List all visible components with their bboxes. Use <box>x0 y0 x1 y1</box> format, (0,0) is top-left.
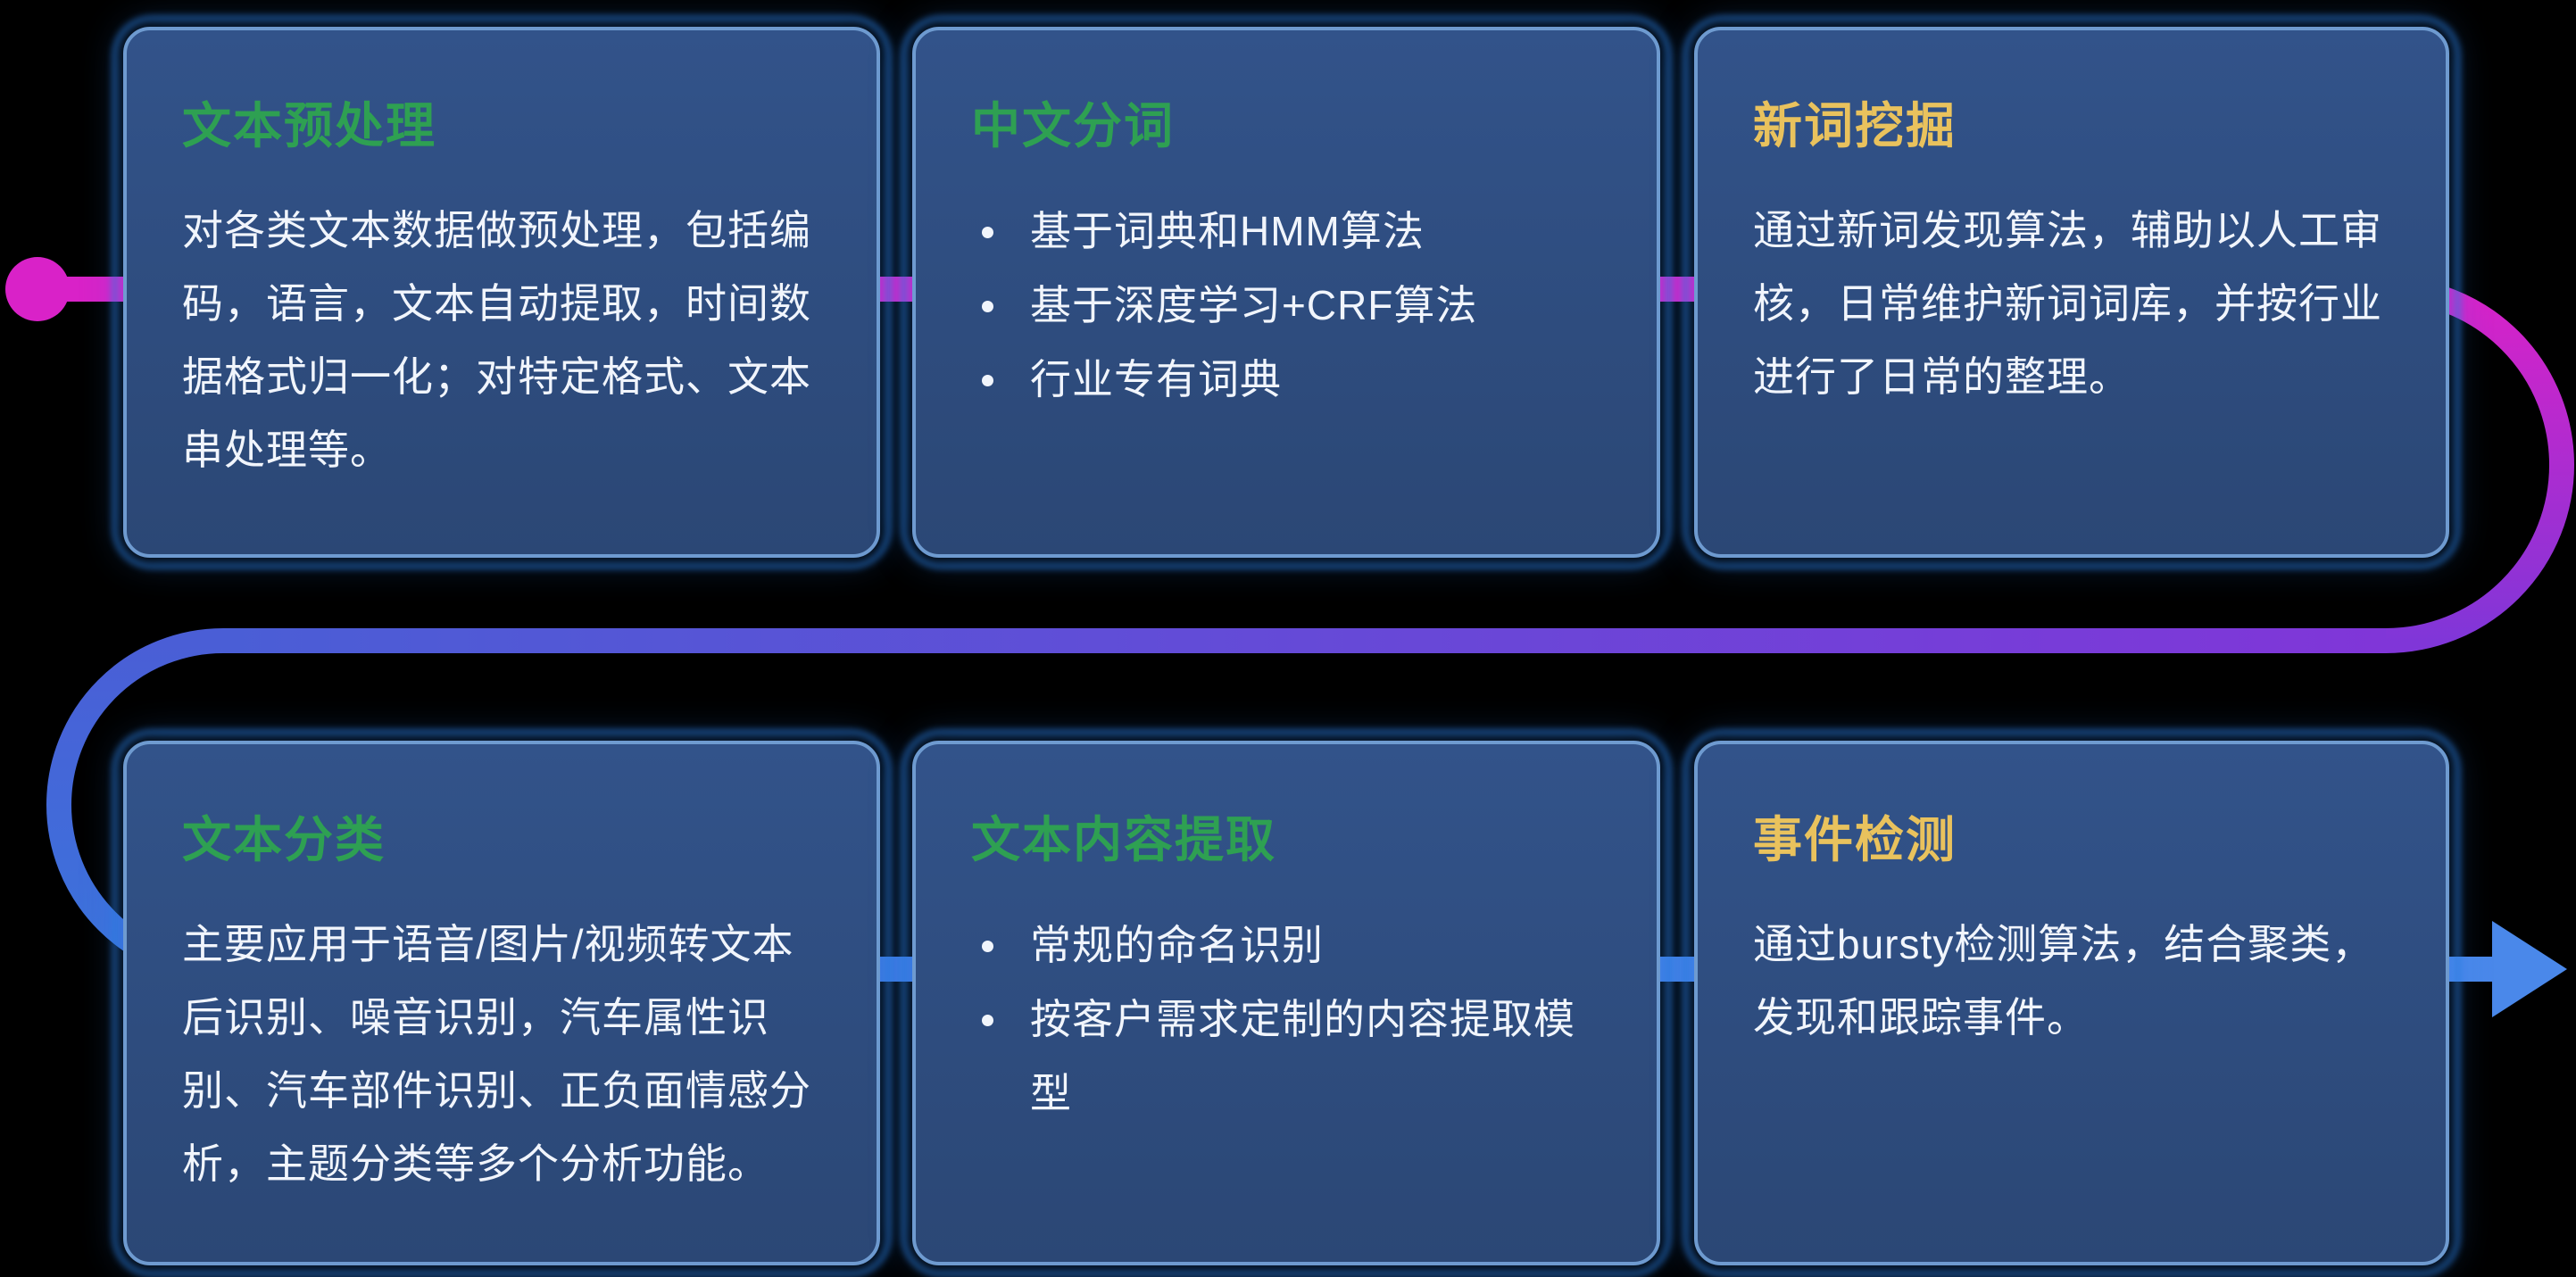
card-title: 新词挖掘 <box>1753 98 1957 153</box>
card-title: 文本分类 <box>182 812 386 867</box>
card-body: 对各类文本数据做预处理，包括编码，语言，文本自动提取，时间数据格式归一化；对特定… <box>182 207 811 473</box>
bullet-item: 基于词典和HMM算法 <box>971 195 1601 269</box>
card-text-content-extraction: 文本内容提取 常规的命名识别 按客户需求定制的内容提取模型 <box>912 741 1660 1265</box>
card-body: 通过新词发现算法，辅助以人工审核，日常维护新词词库，并按行业进行了日常的整理。 <box>1753 207 2382 400</box>
bullet-item: 按客户需求定制的内容提取模型 <box>971 983 1601 1131</box>
card-body: 主要应用于语音/图片/视频转文本后识别、噪音识别，汽车属性识别、汽车部件识别、正… <box>182 921 811 1187</box>
card-bullet-list: 基于词典和HMM算法 基于深度学习+CRF算法 行业专有词典 <box>971 195 1601 416</box>
card-text-preprocessing: 文本预处理 对各类文本数据做预处理，包括编码，语言，文本自动提取，时间数据格式归… <box>123 27 880 558</box>
card-bullet-list: 常规的命名识别 按客户需求定制的内容提取模型 <box>971 908 1601 1130</box>
flow-end-arrow <box>2492 921 2567 1017</box>
bullet-item: 基于深度学习+CRF算法 <box>971 269 1601 343</box>
card-event-detection: 事件检测 通过bursty检测算法，结合聚类，发现和跟踪事件。 <box>1694 741 2449 1265</box>
card-title: 中文分词 <box>971 98 1176 153</box>
card-new-word-mining: 新词挖掘 通过新词发现算法，辅助以人工审核，日常维护新词词库，并按行业进行了日常… <box>1694 27 2449 558</box>
card-text-classification: 文本分类 主要应用于语音/图片/视频转文本后识别、噪音识别，汽车属性识别、汽车部… <box>123 741 880 1265</box>
bullet-item: 常规的命名识别 <box>971 908 1601 983</box>
card-title: 文本内容提取 <box>971 812 1277 867</box>
bullet-item: 行业专有词典 <box>971 343 1601 417</box>
card-title: 事件检测 <box>1753 812 1957 867</box>
card-chinese-word-segmentation: 中文分词 基于词典和HMM算法 基于深度学习+CRF算法 行业专有词典 <box>912 27 1660 558</box>
flow-curve-right <box>2385 277 2574 653</box>
card-title: 文本预处理 <box>182 98 437 153</box>
card-body: 通过bursty检测算法，结合聚类，发现和跟踪事件。 <box>1753 921 2374 1041</box>
